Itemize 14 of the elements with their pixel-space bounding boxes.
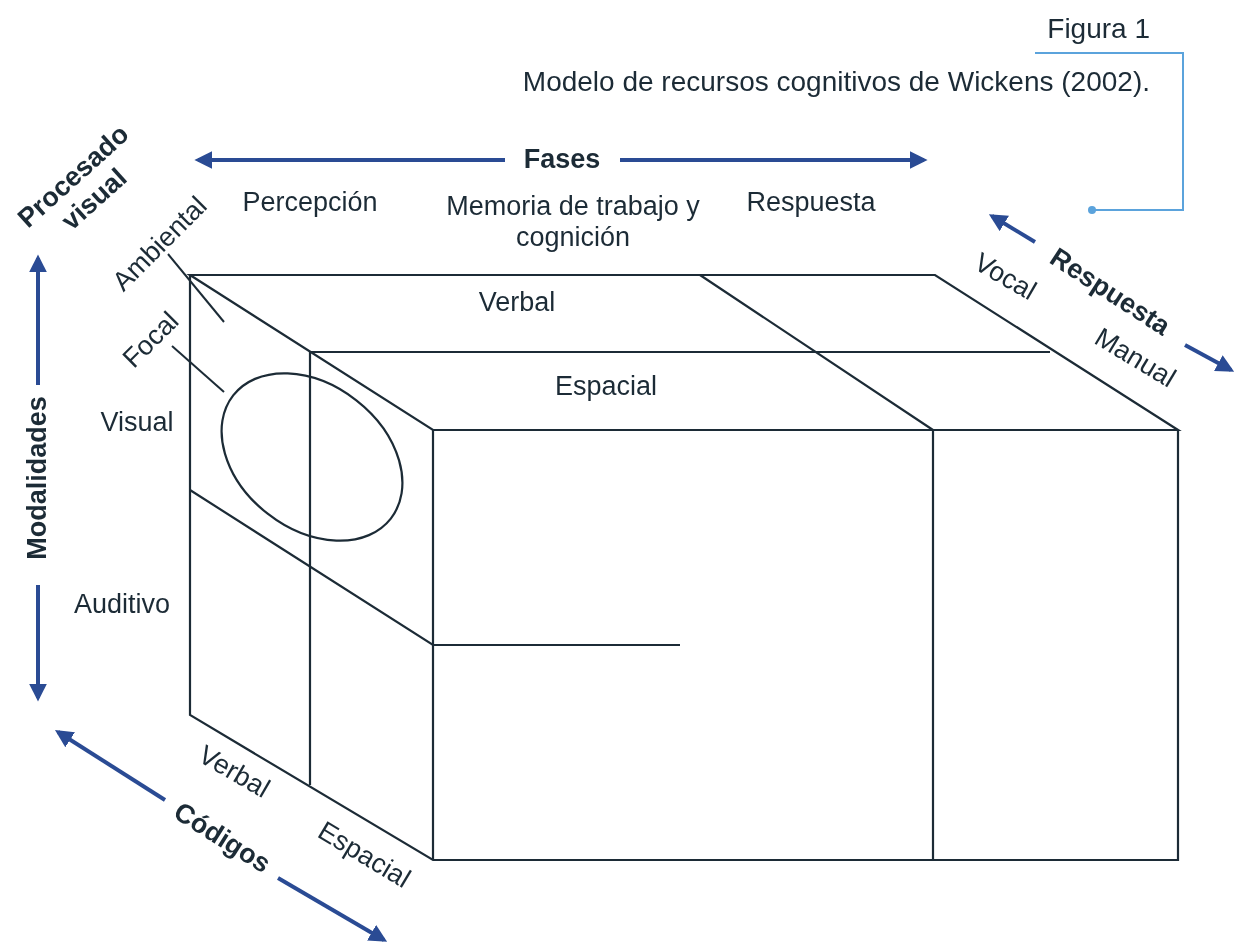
leader-line [171, 345, 225, 393]
category-label: Espacial [554, 371, 658, 403]
axis-label: Fases [523, 144, 601, 176]
category-label: Verbal [478, 287, 556, 319]
figure-title: Figura 1 [1047, 15, 1150, 43]
focal-ellipse [220, 372, 404, 542]
category-label: Auditivo [73, 589, 171, 621]
category-label: Memoria de trabajo y cognición [445, 190, 701, 254]
category-label: Visual [100, 407, 174, 439]
leader-line [167, 253, 225, 323]
category-label: Percepción [242, 187, 378, 219]
category-label: Respuesta [746, 187, 876, 219]
axis-label: Modalidades [22, 396, 54, 560]
figure-caption: Modelo de recursos cognitivos de Wickens (2002). [522, 68, 1150, 96]
